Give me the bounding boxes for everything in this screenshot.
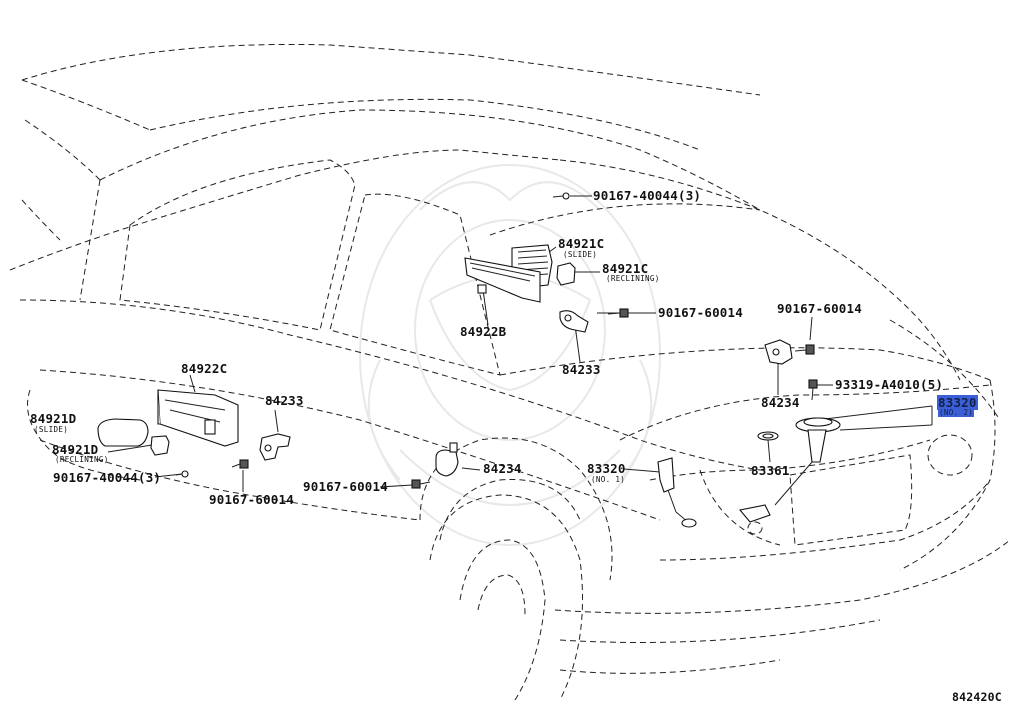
label-84233-b: 84233 [265, 393, 304, 408]
part-84921c-reclining-shape [556, 262, 576, 286]
label-84921d-reclining: 84921D [52, 442, 99, 457]
part-84234-b-shape [764, 339, 793, 365]
label-84234-a: 84234 [483, 461, 522, 476]
label-84921c-slide: 84921C [558, 236, 605, 251]
bolt-d-shape [411, 479, 431, 489]
label-84921c-reclining: 84921C [602, 261, 649, 276]
label-83320-no1-sub: (NO. 1) [591, 475, 626, 484]
label-84234-b: 84234 [761, 395, 800, 410]
label-83320-no2-sub: (NO. 2) [938, 408, 975, 417]
bolt-c-shape [231, 459, 249, 469]
label-93319: 93319-A4010(5) [835, 377, 944, 392]
label-84233-a: 84233 [562, 362, 601, 377]
car-body-outline [9, 43, 1011, 701]
label-83320-no2[interactable]: 83320 [937, 395, 978, 410]
watermark-emblem [359, 164, 661, 546]
label-83320-no1: 83320 [587, 461, 626, 476]
label-84921c-reclining-sub: (RECLINING) [606, 274, 660, 283]
label-84921d-slide-sub: (SLIDE) [34, 425, 69, 434]
bolt-a-shape [607, 308, 629, 318]
part-84234-a-shape [435, 442, 459, 477]
part-83320-no1-shape [657, 457, 697, 528]
label-bolt-a: 90167-60014 [658, 305, 743, 320]
label-screw-left: 90167-40044(3) [53, 470, 162, 485]
part-83320-no2-shape [738, 417, 841, 523]
label-bolt-c: 90167-60014 [209, 492, 294, 507]
part-83361-shape [757, 431, 779, 441]
label-bolt-d: 90167-60014 [303, 479, 388, 494]
label-84921c-slide-sub: (SLIDE) [563, 250, 598, 259]
label-84922c: 84922C [181, 361, 228, 376]
leader-lines [103, 195, 933, 492]
part-84921d-slide-shape [97, 418, 149, 447]
figure-code: 842420C [952, 690, 1002, 704]
label-84922b: 84922B [460, 324, 507, 339]
screw-top-shape [552, 192, 570, 200]
part-84233-b-shape [259, 433, 291, 461]
label-83361: 83361 [751, 463, 790, 478]
label-84921d-slide: 84921D [30, 411, 77, 426]
part-84922c-shape [157, 389, 239, 447]
label-83320-no2-sub-text: (NO. 2) [938, 408, 975, 417]
part-84921d-reclining-shape [150, 435, 170, 456]
label-screw-top: 90167-40044(3) [593, 188, 702, 203]
screw-left-shape [175, 470, 189, 478]
label-84921d-reclining-sub: (RECLINING) [55, 455, 109, 464]
part-84922b-shape [464, 257, 541, 303]
bolt-b-shape [794, 344, 815, 355]
part-93319-shape [808, 379, 818, 401]
part-84233-a-shape [559, 310, 589, 333]
label-bolt-b: 90167-60014 [777, 301, 862, 316]
label-83320-no2-text: 83320 [937, 395, 978, 410]
